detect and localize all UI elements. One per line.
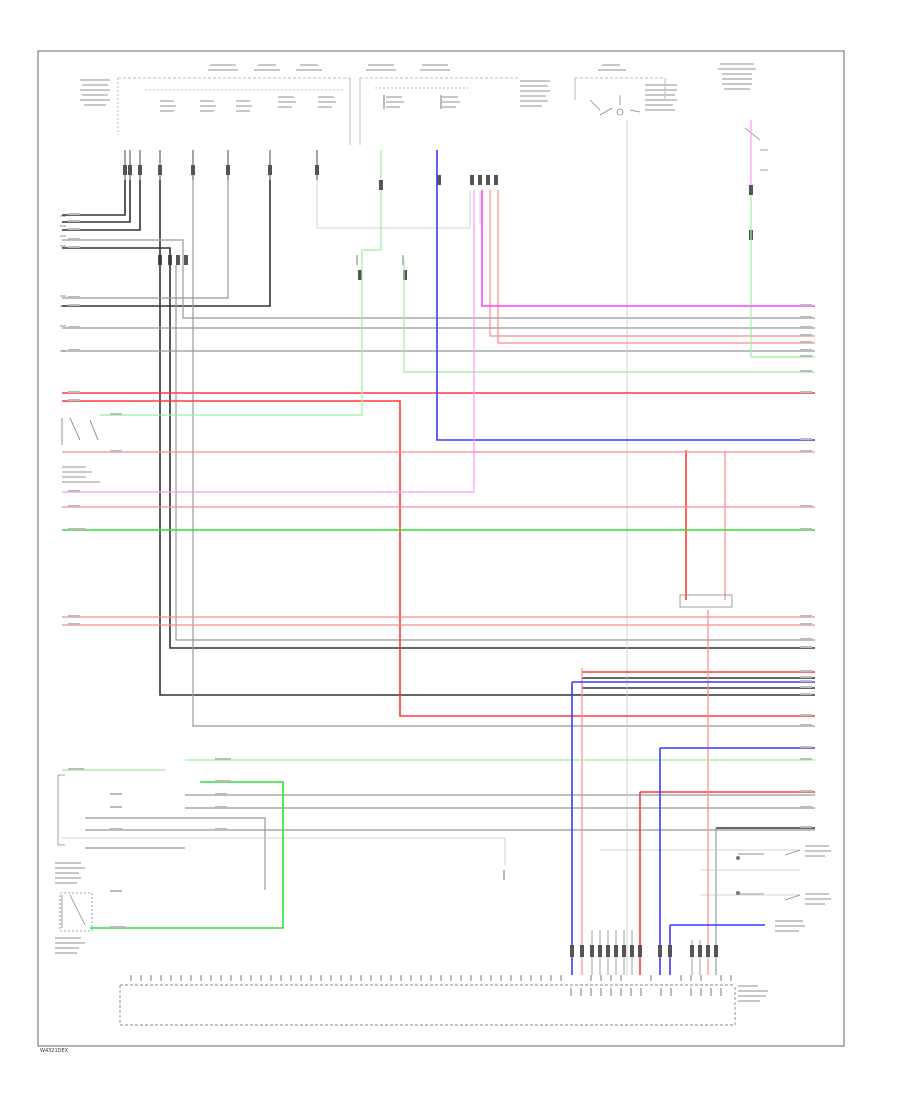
top-component-group xyxy=(117,77,666,145)
top-connector-pins xyxy=(123,165,753,280)
ecu-connector-pins xyxy=(570,945,718,957)
top-connector-stubs xyxy=(124,150,318,180)
ecu-pin-labels xyxy=(570,988,722,996)
green-light-wires xyxy=(62,150,815,771)
switch-symbol-left xyxy=(61,417,99,445)
right-edge-wire-tags xyxy=(800,304,812,828)
left-edge-wire-tags xyxy=(68,213,231,928)
red-light-wires xyxy=(62,190,815,975)
right-labels xyxy=(738,845,831,1002)
right-component-symbols xyxy=(736,856,740,895)
magenta-wires xyxy=(481,190,815,307)
green-wires xyxy=(62,529,815,929)
top-label-glyphs xyxy=(60,63,756,352)
left-switch-labels xyxy=(62,466,100,483)
mid-wire-tags xyxy=(356,95,505,880)
ecu-block xyxy=(119,984,736,1026)
lower-left-component xyxy=(57,774,93,932)
red-wires xyxy=(62,392,815,975)
magenta-light-wires xyxy=(62,120,752,493)
footer-code: W4321DEX xyxy=(40,1048,69,1054)
blue-wires xyxy=(436,150,815,975)
dark-wires xyxy=(62,180,815,829)
light-gray-wires xyxy=(62,120,800,975)
gray-wires xyxy=(62,180,815,975)
lower-left-labels xyxy=(55,862,85,954)
splice-box xyxy=(679,594,733,608)
diagram-frame xyxy=(37,50,845,1047)
ecu-pin-row xyxy=(130,975,732,981)
right-component-lines xyxy=(784,849,801,901)
top-switch-symbols xyxy=(589,95,768,171)
